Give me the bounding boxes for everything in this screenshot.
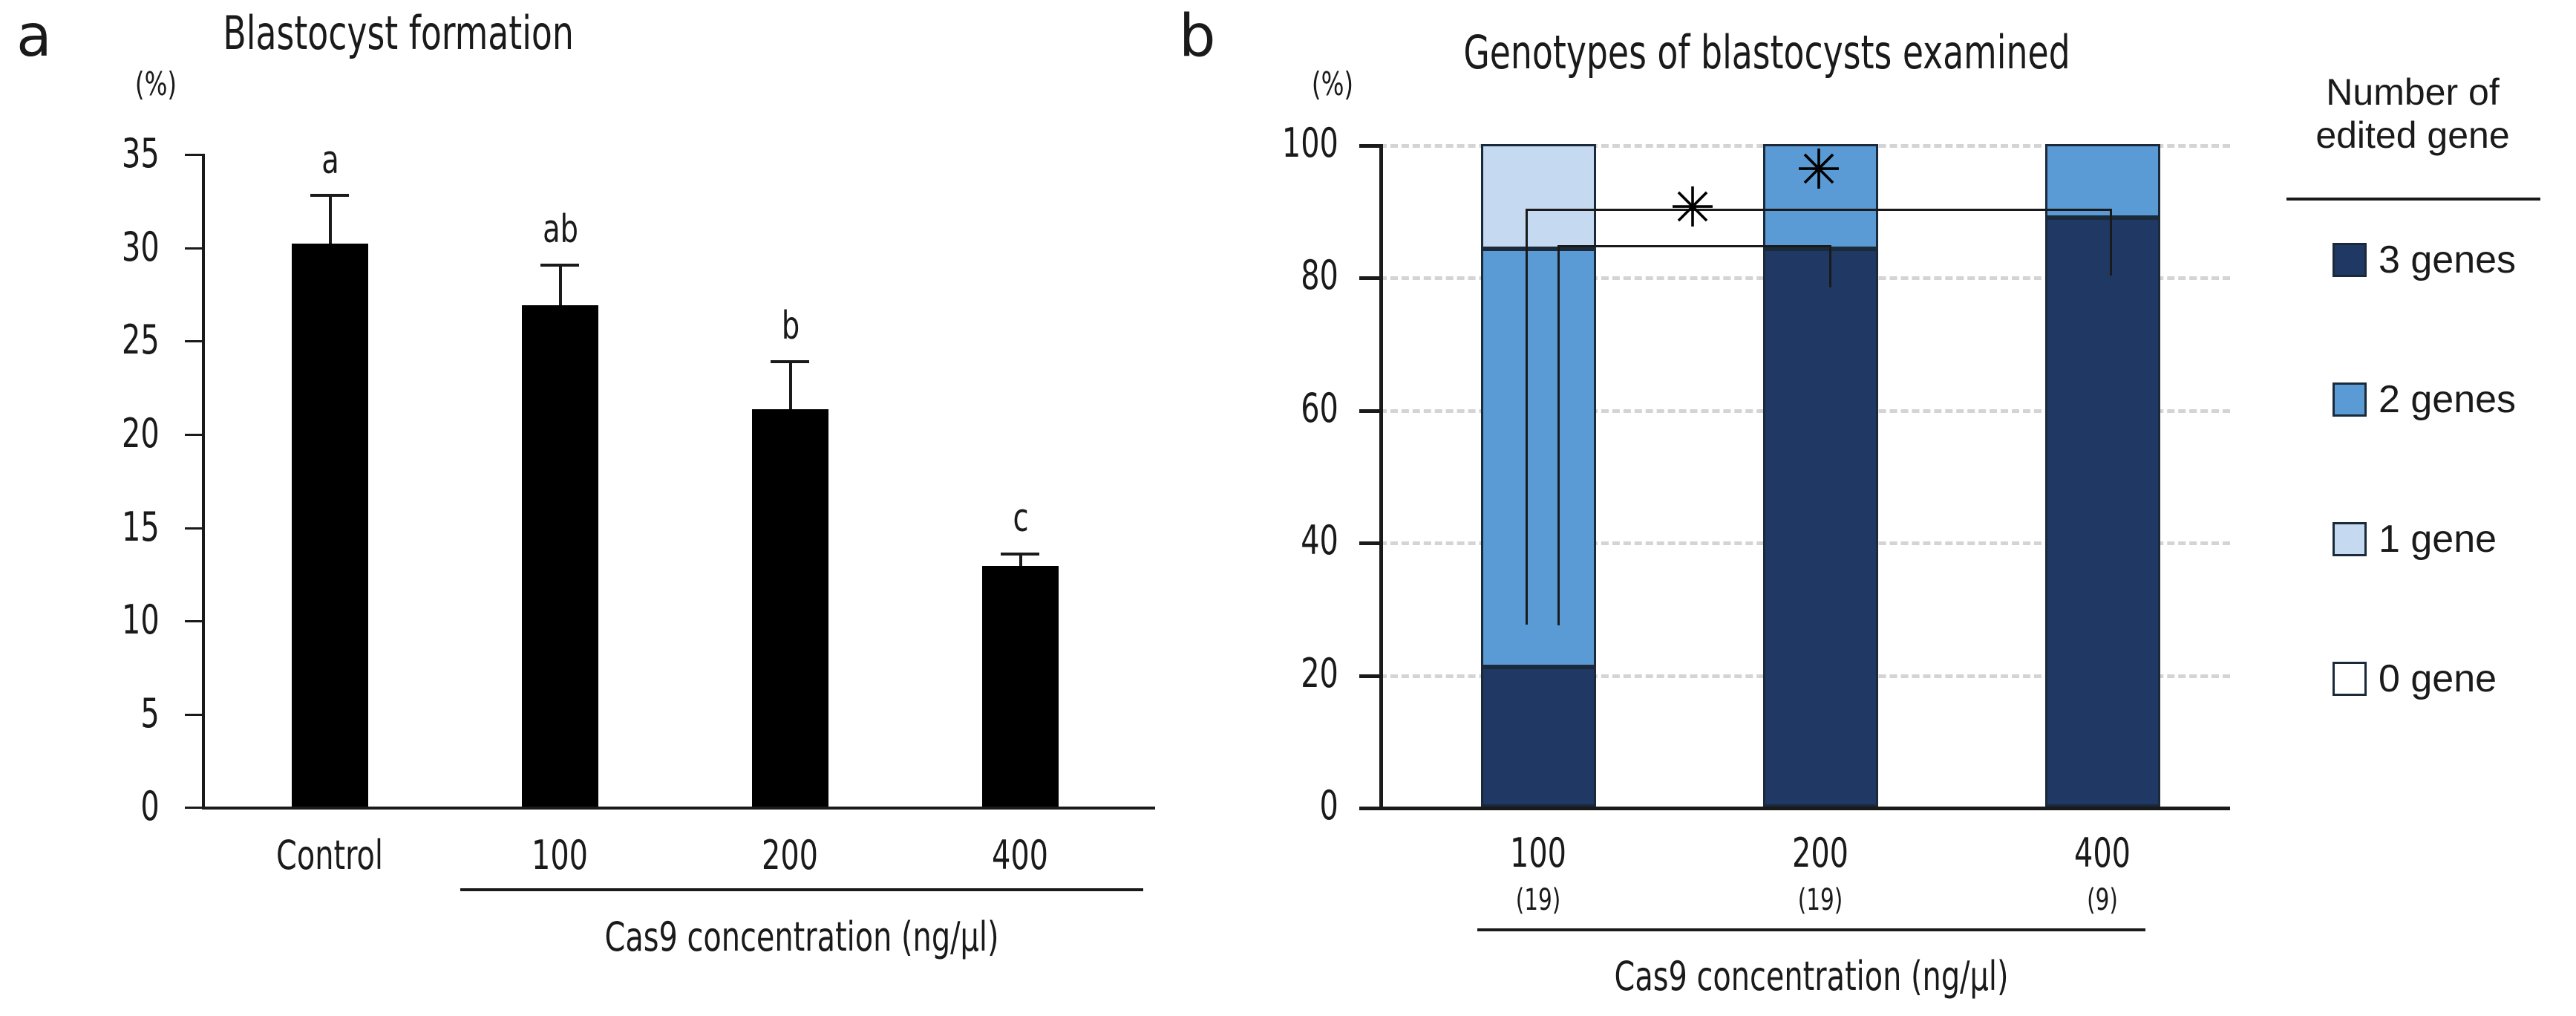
panel-b-x-axis [1379,807,2230,810]
panel-a-bar-400 [982,566,1059,807]
panel-a-errorbar-400-line [1019,553,1022,566]
panel-a-xcat-400: 400 [991,832,1049,879]
legend-label-1-gene: 1 gene [2379,518,2497,561]
panel-a-ytick-label-0: 0 [140,783,160,830]
panel-b-ytick-label-100: 100 [1281,120,1338,166]
panel-a-bar-200 [752,409,828,807]
panel-a-y-axis [202,154,205,809]
panel-a-unit-label: (%) [134,65,177,103]
panel-b-xcat-200: 200 [1791,830,1849,876]
panel-a-xcat-control: Control [276,832,383,879]
panel-a-title: Blastocyst formation [223,6,574,60]
legend-label-2-genes: 2 genes [2379,378,2517,421]
panel-b-sig1-left-stem [1526,209,1528,625]
panel-a-siglabel-400: c [1013,496,1029,541]
panel-a-ytick-25 [185,340,205,342]
panel-b-ncount-400: (9) [2087,883,2118,917]
panel-b-ytick-20 [1359,674,1382,678]
legend-swatch-3-genes [2333,243,2367,277]
legend-swatch-1-gene [2333,522,2367,556]
panel-a-xcat-200: 200 [761,832,819,879]
panel-a-errorbar-200-line [789,360,792,409]
panel-a-ytick-label-15: 15 [122,504,160,550]
legend-label-3-genes: 3 genes [2379,238,2517,281]
panel-a-ytick-label-5: 5 [140,690,160,737]
panel-b-ytick-40 [1359,541,1382,545]
legend-title-line1: Number of [2326,71,2500,113]
panel-b-sig2-bar [1557,245,1831,247]
panel-b-bar1-seg-1gene [1481,144,1596,249]
legend-swatch-2-genes [2333,382,2367,417]
panel-a-ytick-label-20: 20 [122,410,160,457]
legend-label-0-gene: 0 gene [2379,657,2497,700]
panel-b-ytick-0 [1359,807,1382,810]
panel-a-ytick-label-35: 35 [122,130,160,177]
legend-title: Number of edited gene [2286,71,2539,157]
legend-title-line2: edited gene [2315,114,2510,156]
panel-b-ytick-60 [1359,409,1382,413]
panel-b-sig1-bar [1526,209,2112,211]
panel-b-sig1-asterisk: ✳ [1795,138,1842,202]
panel-b-bar1-seg-2genes [1481,249,1596,667]
panel-b-y-axis [1379,144,1383,810]
legend-swatch-0-gene [2333,662,2367,696]
panel-b-ytick-100 [1359,144,1382,148]
panel-b-bar1-seg-3genes [1481,667,1596,807]
panel-b-ncount-200: (19) [1797,883,1843,917]
panel-b-title: Genotypes of blastocysts examined [1463,25,2070,79]
panel-a-ytick-15 [185,527,205,530]
panel-a-errorbar-100-line [559,264,562,305]
panel-a-xcat-100: 100 [531,832,589,879]
legend-divider [2286,198,2540,201]
panel-b-ytick-label-80: 80 [1301,252,1338,299]
panel-a-errorbar-400-cap [1001,553,1039,556]
panel-b-ytick-label-40: 40 [1301,517,1338,564]
panel-a-errorbar-100-cap [540,264,579,267]
legend-item-1-gene[interactable]: 1 gene [2333,520,2497,559]
panel-a-bar-100 [522,305,598,807]
panel-b-ytick-80 [1359,276,1382,280]
panel-a-ytick-label-25: 25 [122,316,160,363]
panel-a-errorbar-200-cap [771,360,809,363]
panel-b-letter: b [1179,3,1216,70]
panel-a-bar-control [292,244,368,807]
panel-a-ytick-5 [185,714,205,716]
panel-b-bar3-seg-3genes [2045,218,2160,807]
panel-a-letter: a [16,3,52,70]
panel-a-group-rule [460,888,1143,891]
panel-a-siglabel-control: a [321,138,339,183]
legend-item-3-genes[interactable]: 3 genes [2333,241,2516,279]
panel-a-ytick-label-10: 10 [122,596,160,643]
panel-b-sig2-right-stem [1829,245,1831,287]
panel-a-siglabel-200: b [781,304,800,348]
panel-b-ytick-label-20: 20 [1301,650,1338,697]
panel-a-errorbar-control-line [329,194,332,244]
panel-b-xaxis-title: Cas9 concentration (ng/µl) [1614,953,2009,1000]
panel-b-xcat-400: 400 [2073,830,2131,876]
panel-b-xcat-100: 100 [1509,830,1567,876]
panel-b-unit-label: (%) [1311,65,1354,103]
panel-b-ncount-100: (19) [1515,883,1561,917]
panel-b-group-rule [1477,928,2145,931]
panel-b-sig1-right-stem [2110,209,2112,276]
panel-a-x-axis [202,807,1155,810]
panel-a-ytick-30 [185,247,205,250]
panel-a-siglabel-100: ab [543,207,578,252]
panel-b-bar2-seg-3genes [1763,249,1878,807]
panel-a-xaxis-title: Cas9 concentration (ng/µl) [604,914,999,960]
panel-a-ytick-20 [185,434,205,436]
panel-a-ytick-0 [185,807,205,809]
legend-item-2-genes[interactable]: 2 genes [2333,380,2516,419]
legend-item-0-gene[interactable]: 0 gene [2333,660,2497,698]
panel-b-sig2-asterisk: ✳ [1669,176,1716,240]
panel-b-ytick-label-0: 0 [1319,782,1338,829]
panel-a-ytick-label-30: 30 [122,224,160,270]
panel-b-bar3-seg-2genes [2045,144,2160,218]
panel-a-ytick-10 [185,620,205,622]
panel-b-ytick-label-60: 60 [1301,385,1338,432]
panel-b-sig2-left-stem [1557,245,1560,625]
panel-a-errorbar-control-cap [310,194,349,197]
panel-b-bar2-seg-2genes [1763,144,1878,249]
panel-a-ytick-35 [185,154,205,156]
